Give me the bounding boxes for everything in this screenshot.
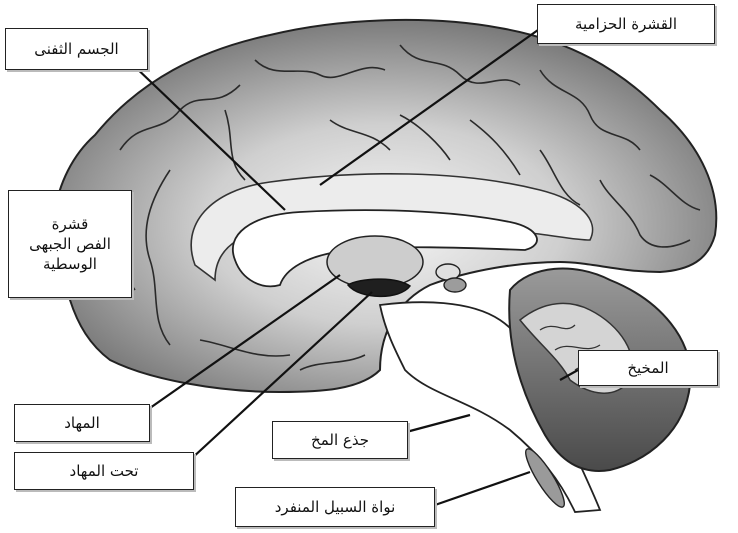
label-nucleus-solitary-tract: نواة السبيل المنفرد [235, 487, 435, 527]
label-brainstem: جذع المخ [272, 421, 408, 459]
label-cerebellum: المخيخ [578, 350, 718, 386]
label-cingulate-cortex: القشرة الحزامية [537, 4, 715, 44]
label-hypothalamus: تحت المهاد [14, 452, 194, 490]
label-medial-prefrontal-cortex: قشرة الفص الجبهى الوسطية [8, 190, 132, 298]
colliculus-shape [444, 278, 466, 292]
label-thalamus: المهاد [14, 404, 150, 442]
label-corpus-callosum: الجسم الثفنى [5, 28, 148, 70]
